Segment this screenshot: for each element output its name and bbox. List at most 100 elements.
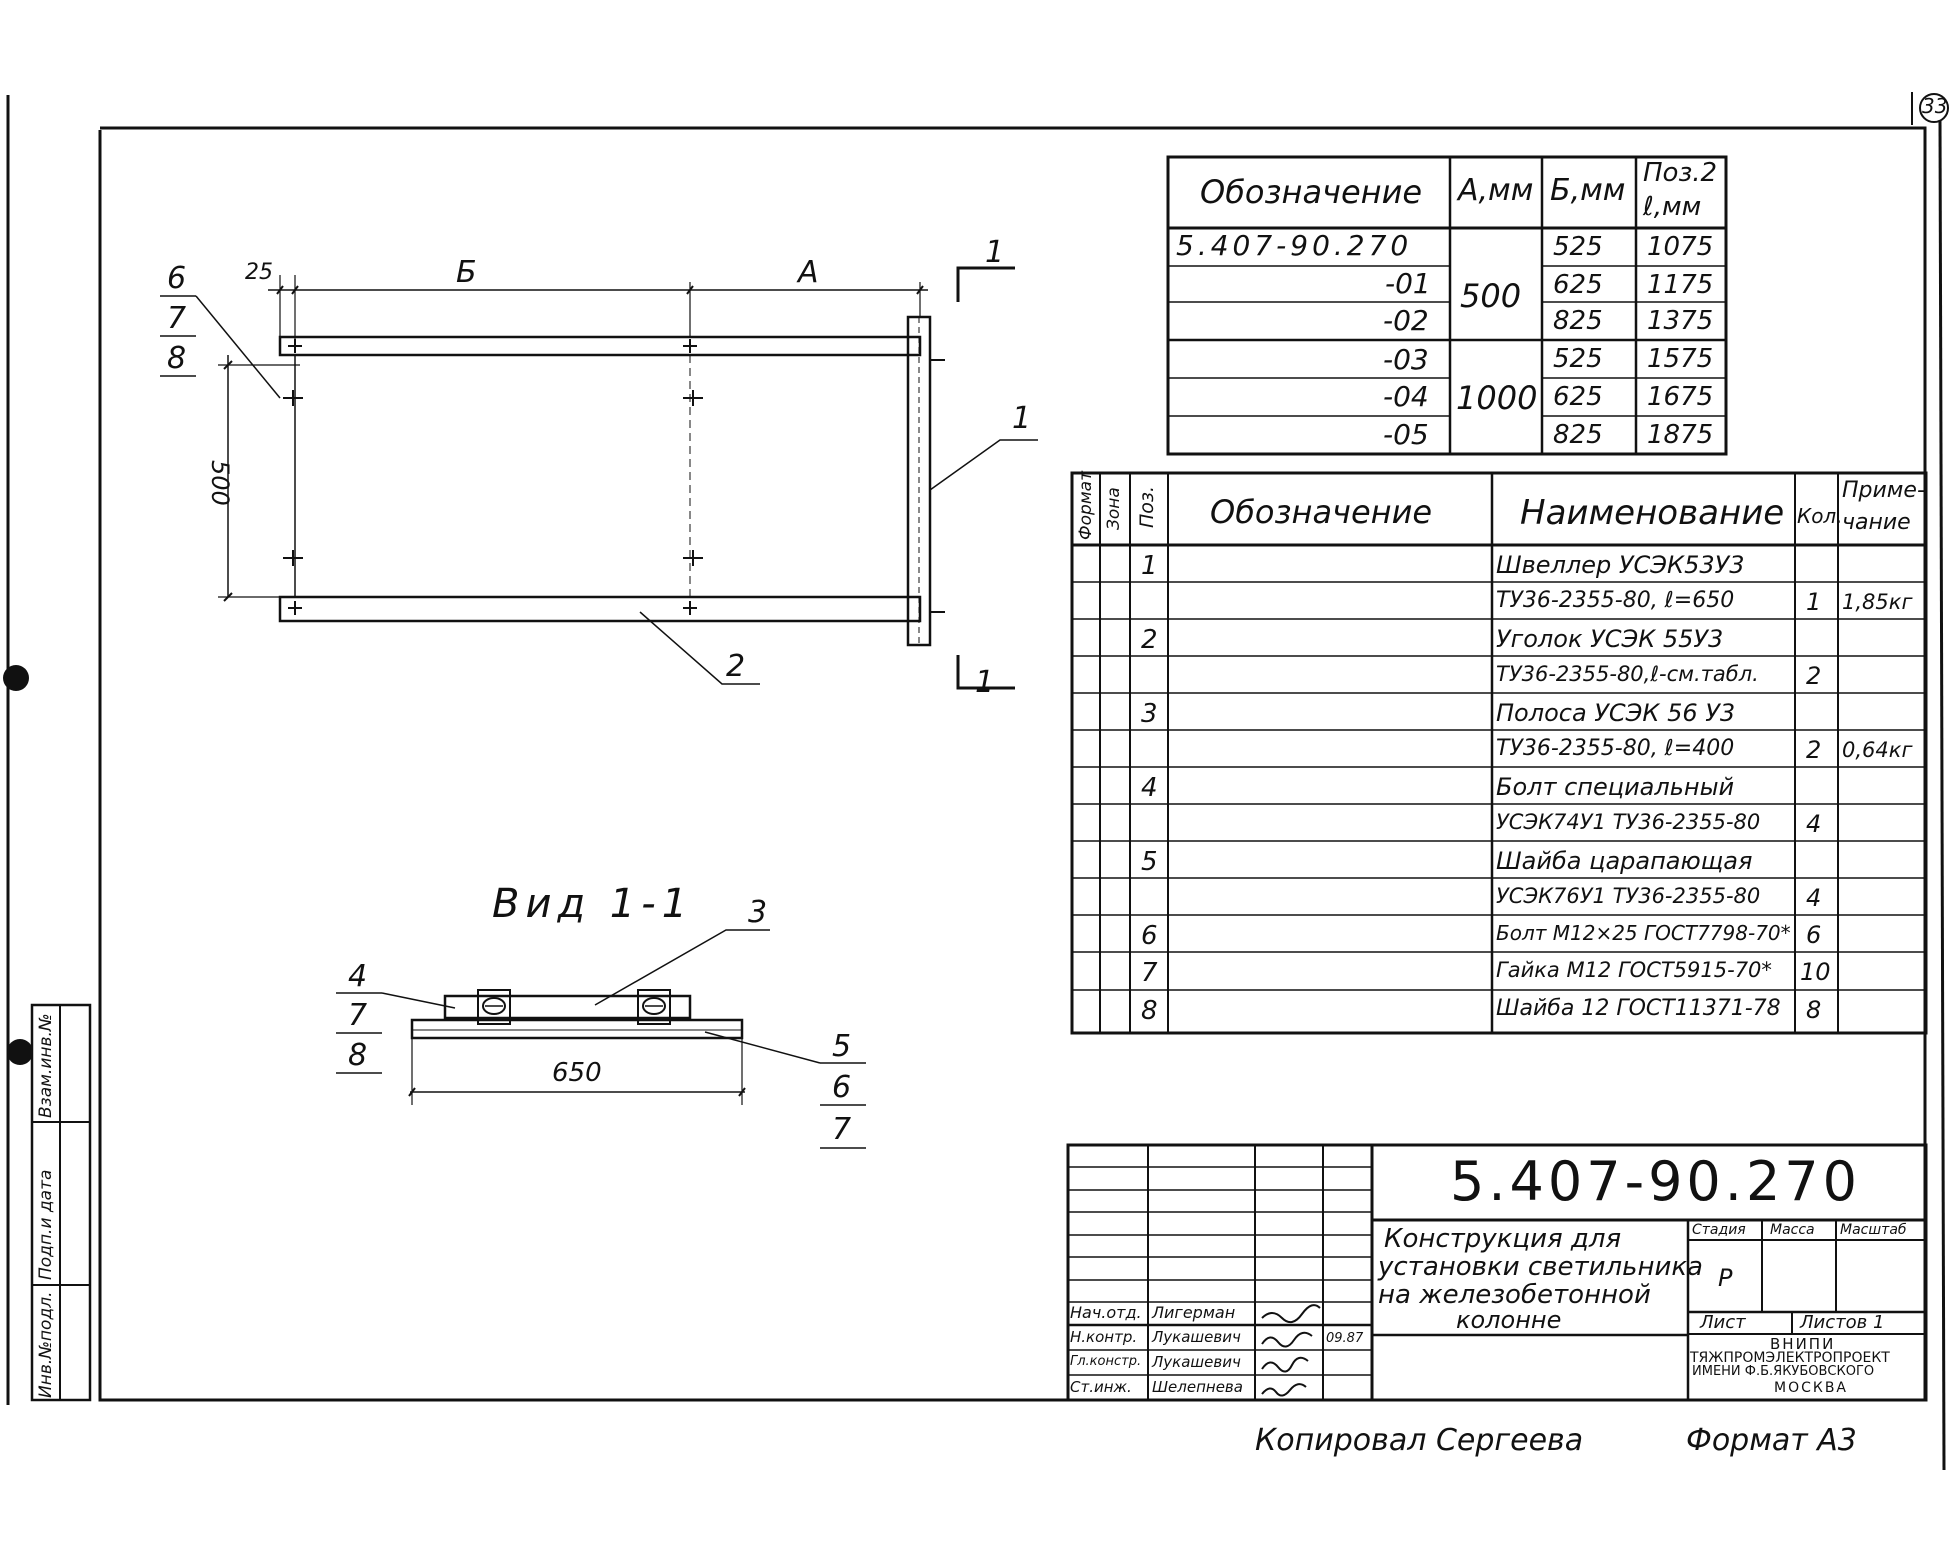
spec-row-7-name: УСЭК74У1 ТУ36-2355-80 [1496, 810, 1761, 834]
callout-stack-left-4: 4 [348, 959, 368, 994]
design-row-1-code: -01 [1385, 267, 1431, 300]
spec-header-designation: Обозначение [1210, 493, 1433, 531]
design-row-1-b: 625 [1553, 270, 1603, 300]
org-line-1: ВНИПИ [1770, 1335, 1836, 1353]
sheets-label: Листов 1 [1800, 1312, 1885, 1333]
stage-label: Стадия [1692, 1222, 1746, 1238]
design-table-header-l: ℓ,мм [1643, 192, 1702, 222]
spec-row-8-pos: 5 [1141, 847, 1158, 877]
dim-650: 650 [552, 1058, 602, 1088]
spec-row-1-note: 1,85кг [1842, 590, 1913, 614]
sign-name-2: Лукашевич [1152, 1353, 1241, 1371]
spec-row-10-qty: 6 [1806, 921, 1822, 949]
design-a-group-1000: 1000 [1456, 379, 1538, 417]
mass-label: Масса [1770, 1222, 1815, 1238]
spec-row-0-pos: 1 [1141, 551, 1158, 581]
spec-row-3-qty: 2 [1806, 662, 1822, 690]
sign-date-1: 09.87 [1326, 1331, 1364, 1346]
design-row-5-b: 825 [1553, 420, 1603, 450]
org-line-2: ТЯЖПРОМЭЛЕКТРОПРОЕКТ [1690, 1350, 1890, 1366]
design-table-header-designation: Обозначение [1200, 173, 1423, 211]
page-number-circle [1919, 93, 1949, 123]
sign-role-0: Нач.отд. [1070, 1303, 1142, 1322]
design-row-4-l: 1675 [1647, 382, 1714, 412]
scale-label: Масштаб [1840, 1222, 1907, 1238]
callout-stack-right-5: 5 [832, 1029, 852, 1064]
spec-row-5-name: ТУ36-2355-80, ℓ=400 [1496, 736, 1735, 761]
side-stamp-replace: Взам.инв.№ [36, 1013, 56, 1118]
callout-stack-right-6: 6 [832, 1070, 852, 1105]
spec-row-2-name: Уголок УСЭК 55У3 [1496, 625, 1724, 653]
callout-stack-right-7: 7 [832, 1112, 852, 1147]
dim-25: 25 [245, 260, 273, 285]
copied-by: Копировал Сергеева [1255, 1423, 1584, 1458]
spec-header-note-2: чание [1842, 510, 1911, 535]
spec-row-11-pos: 7 [1141, 958, 1158, 988]
design-row-5-code: -05 [1383, 418, 1429, 451]
design-row-0-l: 1075 [1647, 232, 1714, 262]
spec-header-qty: Кол. [1797, 504, 1843, 528]
doc-number: 5.407-90.270 [1450, 1150, 1862, 1213]
sign-role-1: Н.контр. [1070, 1328, 1138, 1346]
stage-value: Р [1718, 1264, 1733, 1292]
spec-row-7-qty: 4 [1806, 810, 1822, 838]
design-row-3-l: 1575 [1647, 344, 1714, 374]
spec-row-9-name: УСЭК76У1 ТУ36-2355-80 [1496, 884, 1761, 908]
signature-mark-1 [1261, 1331, 1313, 1348]
punch-hole-top [3, 665, 29, 691]
punch-hole-bottom [7, 1039, 33, 1065]
spec-row-11-qty: 10 [1800, 958, 1831, 986]
page-number: 33 [1922, 94, 1948, 118]
side-stamp-sign: Подп.и дата [36, 1169, 56, 1280]
spec-header-name: Наименование [1520, 493, 1785, 533]
design-row-0-code: 5.407-90.270 [1176, 229, 1413, 262]
design-row-5-l: 1875 [1647, 420, 1714, 450]
design-row-4-code: -04 [1383, 380, 1429, 413]
spec-row-2-pos: 2 [1141, 625, 1158, 655]
title-line-2: установки светильника [1378, 1252, 1703, 1282]
signature-mark-2 [1261, 1356, 1309, 1373]
callout-stack-top-6: 6 [167, 261, 187, 296]
callout-3: 3 [748, 895, 768, 930]
spec-header-note-1: Приме- [1842, 478, 1925, 503]
title-line-1: Конструкция для [1384, 1224, 1622, 1254]
side-stamp-inv: Инв.№подл. [36, 1291, 56, 1398]
spec-row-6-pos: 4 [1141, 773, 1158, 803]
design-row-2-code: -02 [1383, 304, 1429, 337]
design-table-header-pos2: Поз.2 [1643, 158, 1718, 188]
title-line-4: колонне [1456, 1306, 1562, 1334]
design-row-2-l: 1375 [1647, 306, 1714, 336]
sheet-label: Лист [1700, 1312, 1746, 1333]
design-row-3-b: 525 [1553, 344, 1603, 374]
spec-row-8-name: Шайба царапающая [1496, 847, 1753, 875]
spec-row-12-pos: 8 [1141, 996, 1158, 1026]
section-mark-bottom: 1 [975, 665, 995, 700]
spec-row-4-name: Полоса УСЭК 56 У3 [1496, 699, 1736, 727]
sheet-format: Формат А3 [1686, 1423, 1857, 1458]
dim-b: Б [456, 255, 477, 290]
sign-name-1: Лукашевич [1152, 1328, 1241, 1346]
design-row-1-l: 1175 [1647, 270, 1714, 300]
sign-role-2: Гл.констр. [1070, 1354, 1142, 1369]
spec-row-0-name: Швеллер УСЭК53У3 [1496, 551, 1745, 579]
section-mark-top: 1 [985, 235, 1005, 270]
spec-row-1-name: ТУ36-2355-80, ℓ=650 [1496, 588, 1735, 613]
callout-2: 2 [726, 649, 746, 684]
spec-row-4-pos: 3 [1141, 699, 1158, 729]
design-row-3-code: -03 [1383, 343, 1429, 376]
design-table-header-b: Б,мм [1550, 173, 1626, 208]
spec-row-5-note: 0,64кг [1842, 738, 1913, 762]
design-a-group-500: 500 [1460, 277, 1522, 315]
org-line-3: ИМЕНИ Ф.Б.ЯКУБОВСКОГО [1692, 1364, 1875, 1379]
spec-row-10-name: Болт М12×25 ГОСТ7798-70* [1496, 921, 1791, 945]
callout-stack-left-8: 8 [348, 1038, 368, 1073]
spec-row-12-qty: 8 [1806, 996, 1822, 1024]
design-row-4-b: 625 [1553, 382, 1603, 412]
spec-row-6-name: Болт специальный [1496, 773, 1735, 801]
spec-row-12-name: Шайба 12 ГОСТ11371-78 [1496, 996, 1781, 1021]
callout-stack-left-7: 7 [348, 998, 368, 1033]
spec-row-10-pos: 6 [1141, 921, 1158, 951]
signature-mark-3 [1261, 1383, 1307, 1397]
